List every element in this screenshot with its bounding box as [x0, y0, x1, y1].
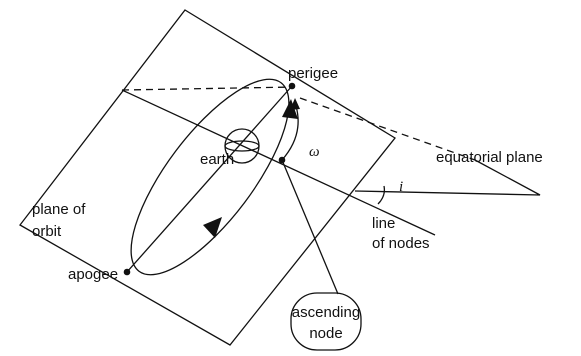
ascending-node-label-line1: ascending — [292, 304, 360, 321]
dashed-reference-line — [122, 87, 295, 90]
ascending-node-point — [279, 157, 286, 164]
inclination-label: i — [399, 179, 403, 195]
plane-of-orbit-label-line2: orbit — [32, 223, 62, 240]
ascending-node-pointer — [282, 160, 338, 294]
orbit-direction-arrow-lower — [203, 217, 222, 238]
line-of-nodes — [122, 90, 435, 235]
apogee-label: apogee — [68, 266, 118, 283]
orbit-plane — [20, 10, 395, 345]
perigee-point — [289, 83, 296, 90]
perigee-label: perigee — [288, 65, 338, 82]
inclination-arc — [378, 186, 384, 204]
equatorial-plane-label: equatorial plane — [436, 149, 543, 166]
line-of-nodes-label-line2: of nodes — [372, 235, 430, 252]
plane-of-orbit-label-line1: plane of — [32, 201, 86, 218]
omega-label: ω — [309, 144, 320, 160]
apogee-point — [124, 269, 131, 276]
ascending-node-label-line2: node — [309, 325, 342, 342]
major-axis — [127, 86, 292, 272]
line-of-nodes-label-line1: line — [372, 215, 395, 232]
earth-label: earth — [200, 151, 234, 168]
